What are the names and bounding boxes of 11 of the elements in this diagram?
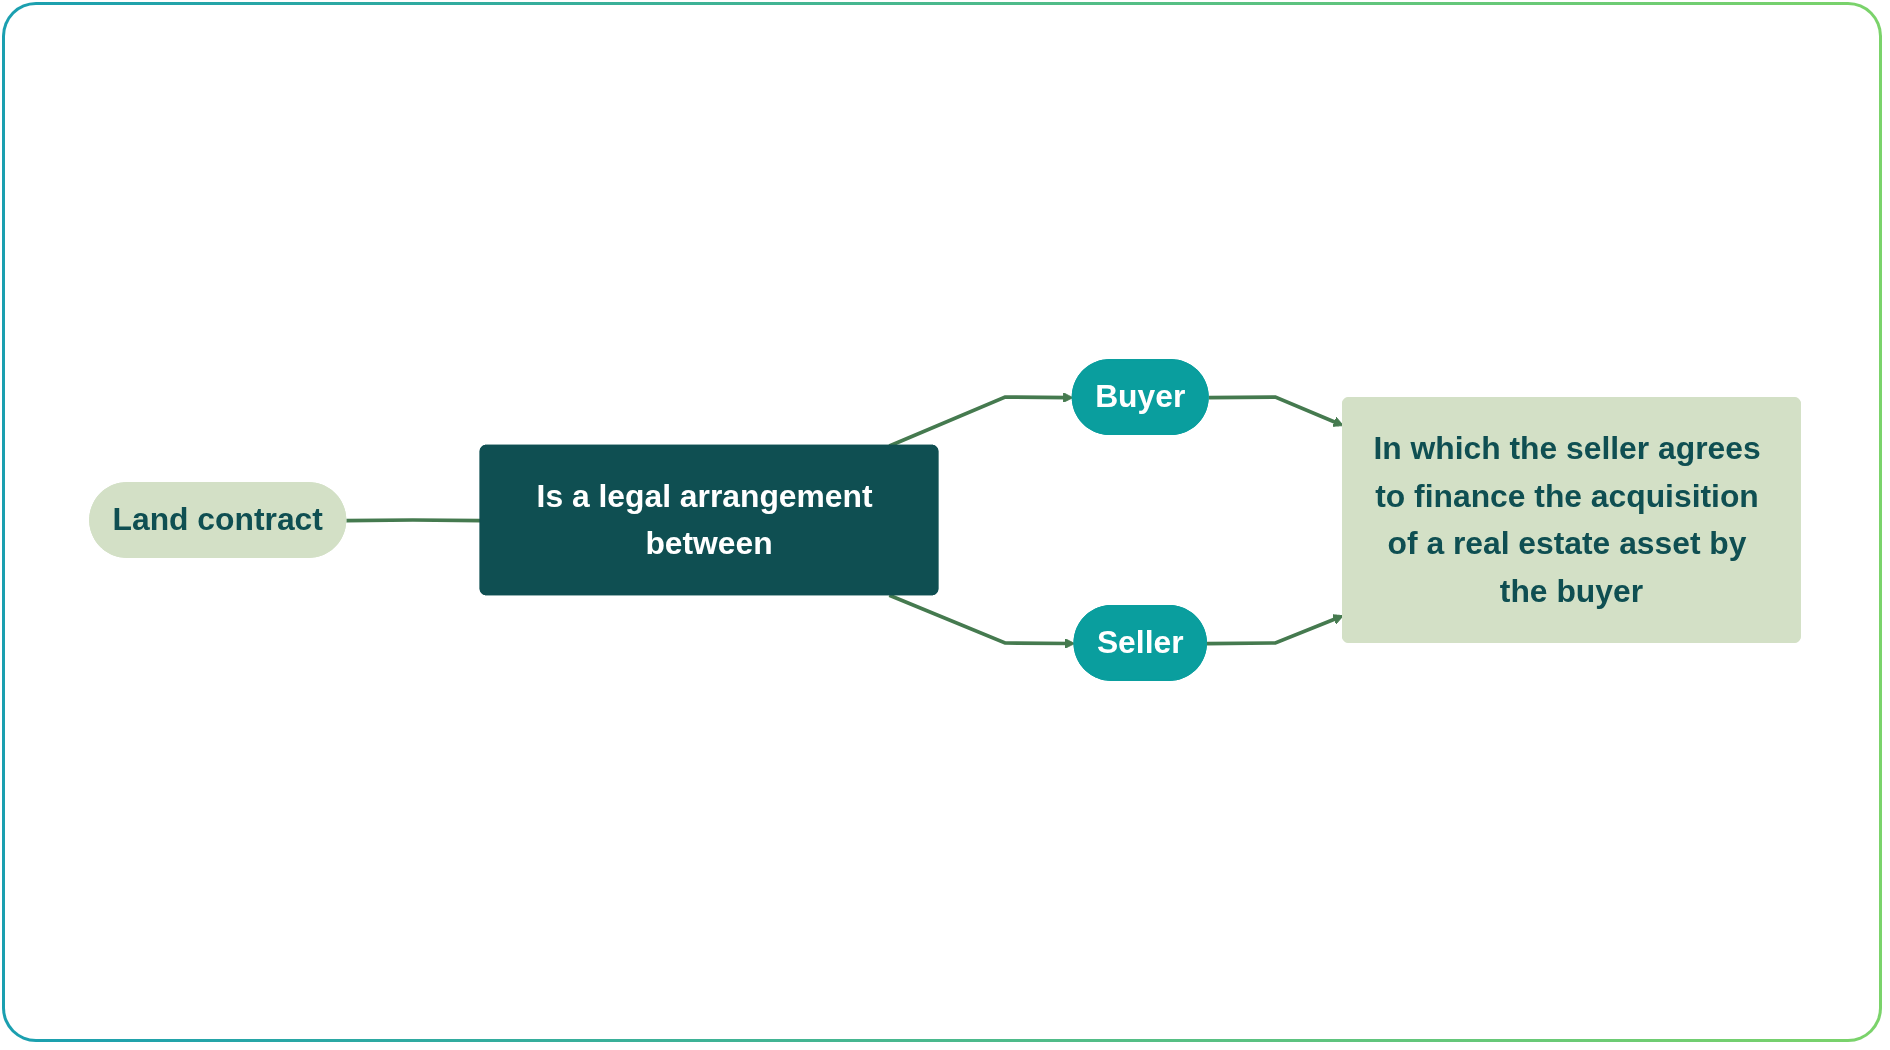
rounded-box (89, 482, 347, 558)
node-text: Seller (1096, 623, 1184, 663)
rounded-box (1342, 397, 1801, 643)
rounded-box (1071, 359, 1209, 435)
rounded-box (1073, 605, 1207, 681)
node-text: In which the seller agrees to finance the acquisition of a real estate asset by the buyer (1372, 428, 1762, 612)
node-text: Land contract (112, 500, 323, 540)
connector-line (346, 518, 481, 523)
rounded-box (479, 444, 939, 596)
node-text: Is a legal arrangement between (535, 476, 874, 564)
node-text: Buyer (1095, 377, 1186, 417)
